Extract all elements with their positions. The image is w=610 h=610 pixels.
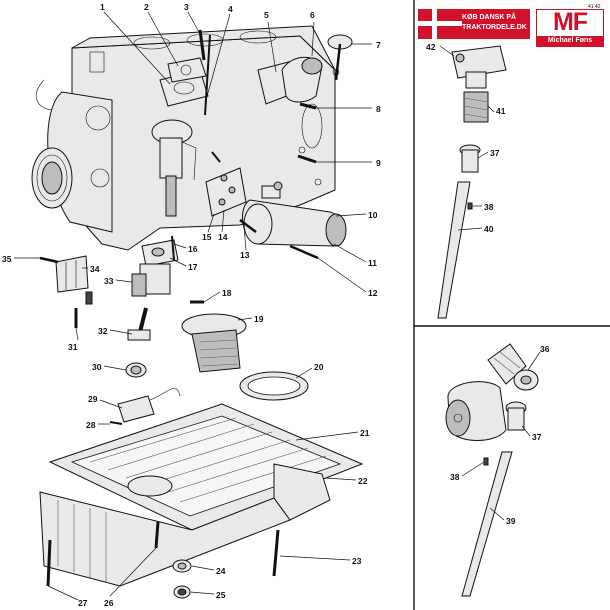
flag-cross-horizontal [418, 21, 462, 26]
callout-13: 13 [240, 250, 250, 260]
callout-6: 6 [310, 10, 315, 20]
filler-elbow [257, 56, 323, 105]
roll-pin-38b [483, 457, 489, 466]
outlet-flange [167, 57, 207, 83]
logo-mark: MF [552, 8, 588, 36]
logo-name: Michael Føns [537, 36, 603, 46]
callout-9: 9 [376, 158, 381, 168]
starter-motor [241, 181, 347, 247]
crankshaft-pulley [31, 147, 73, 209]
callout-5: 5 [264, 10, 269, 20]
callout-3: 3 [184, 2, 189, 12]
callout-26: 26 [104, 598, 114, 608]
danish-flag-banner[interactable]: KØB DANSK PÅ TRAKTORDELE.DK [418, 9, 530, 39]
callout-40: 40 [484, 224, 494, 234]
callout-33: 33 [104, 276, 114, 286]
distributor-drive-gear [451, 45, 507, 123]
callout-42: 42 [426, 42, 436, 52]
gear-bushing-37a [459, 144, 481, 173]
callout-38-upper: 38 [484, 202, 494, 212]
roll-pin-38a [467, 202, 473, 210]
panel-borders [413, 0, 610, 610]
strainer-pipe [127, 307, 151, 341]
callout-22: 22 [358, 476, 368, 486]
callout-16: 16 [188, 244, 198, 254]
drive-shaft-40 [437, 181, 471, 319]
corner-index-label: 41 42 [588, 4, 601, 10]
drain-plug [172, 559, 192, 573]
oil-pump-assembly [445, 343, 527, 441]
callout-2: 2 [144, 2, 149, 12]
callout-17: 17 [188, 262, 198, 272]
callout-18: 18 [222, 288, 232, 298]
callout-21: 21 [360, 428, 370, 438]
callout-29: 29 [88, 394, 98, 404]
callout-15: 15 [202, 232, 212, 242]
banner-line-1: KØB DANSK PÅ [462, 14, 517, 21]
pump-bracket [39, 255, 93, 305]
stud-bolts [198, 29, 211, 116]
mf-logo[interactable]: MF Michael Føns [536, 8, 604, 47]
callout-27: 27 [78, 598, 88, 608]
callout-19: 19 [254, 314, 264, 324]
callout-39: 39 [506, 516, 516, 526]
callout-31: 31 [68, 342, 78, 352]
callout-1: 1 [100, 2, 105, 12]
callout-38-lower: 38 [450, 472, 460, 482]
gear-bushing-37b [505, 401, 527, 431]
callout-12: 12 [368, 288, 378, 298]
relief-valve [125, 362, 147, 378]
bolts [190, 102, 319, 304]
callout-35: 35 [2, 254, 12, 264]
callout-10: 10 [368, 210, 378, 220]
drain-washer [173, 585, 191, 599]
callout-28: 28 [86, 420, 96, 430]
callout-34: 34 [90, 264, 100, 274]
callout-37-lower: 37 [532, 432, 542, 442]
callout-25: 25 [216, 590, 226, 600]
oil-pump [131, 235, 179, 297]
strainer-body [181, 313, 247, 373]
banner-line-2: TRAKTORDELE.DK [462, 24, 527, 31]
oil-sump-pan [39, 403, 364, 587]
side-cover-plate [205, 167, 247, 217]
callout-20: 20 [314, 362, 324, 372]
sump-bolts [46, 521, 280, 587]
dipstick-bracket [109, 387, 181, 425]
callout-11: 11 [368, 258, 377, 268]
callout-36: 36 [540, 344, 550, 354]
callout-8: 8 [376, 104, 381, 114]
filler-cap [327, 34, 353, 81]
callout-23: 23 [352, 556, 362, 566]
callout-41: 41 [496, 106, 506, 116]
sump-gasket-ring [239, 371, 309, 401]
callout-37-upper: 37 [490, 148, 500, 158]
callout-4: 4 [228, 4, 233, 14]
callout-32: 32 [98, 326, 108, 336]
callout-labels: 1 2 3 4 5 6 7 8 9 10 11 12 13 14 15 16 1… [2, 2, 601, 608]
leader-lines [14, 11, 541, 601]
callout-30: 30 [92, 362, 102, 372]
drive-gear-36 [513, 369, 539, 391]
drive-housing [151, 119, 197, 217]
callout-24: 24 [216, 566, 226, 576]
banner-text: KØB DANSK PÅ TRAKTORDELE.DK [462, 13, 530, 33]
callout-7: 7 [376, 40, 381, 50]
drive-shaft-39 [461, 451, 513, 597]
callout-14: 14 [218, 232, 228, 242]
